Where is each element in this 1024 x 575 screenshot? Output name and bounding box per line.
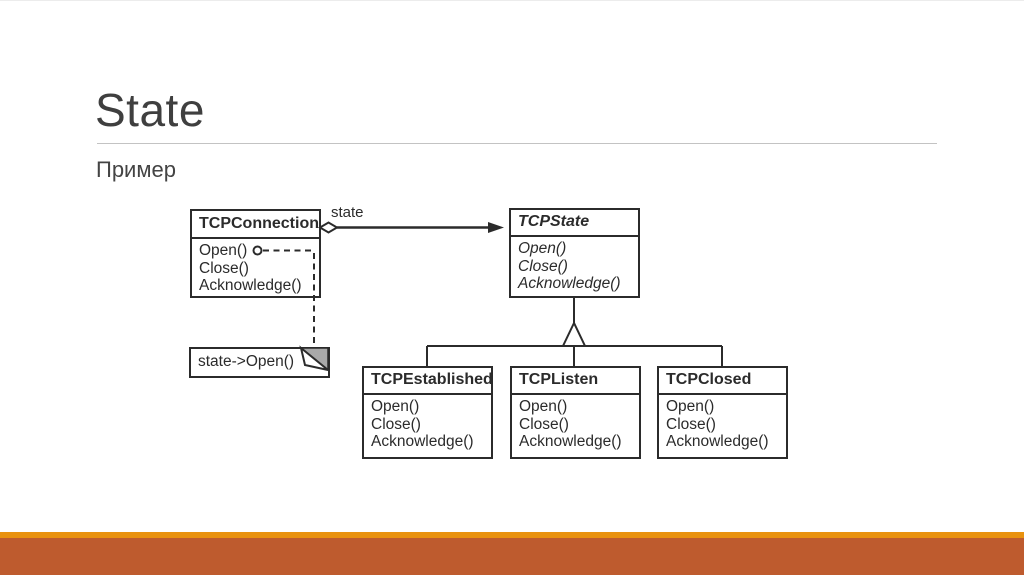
method: Close() xyxy=(371,415,421,433)
method: Open() xyxy=(199,242,248,259)
page-subtitle: Пример xyxy=(96,157,176,182)
inheritance-triangle-icon xyxy=(561,320,587,347)
class-name: TCPEstablished xyxy=(364,368,491,395)
footer-accent-bar-amber xyxy=(0,532,1024,538)
method: Open() xyxy=(371,398,420,415)
footer-bar-rust xyxy=(0,538,1024,575)
class-name: TCPState xyxy=(511,210,638,237)
method: Close() xyxy=(518,257,568,275)
page-title: State xyxy=(95,84,205,136)
uml-note: state->Open() xyxy=(189,347,330,378)
aggregation-diamond-icon xyxy=(318,221,339,234)
class-name: TCPClosed xyxy=(659,368,786,395)
uml-class-tcpclosed: TCPClosed Open() Close() Acknowledge() xyxy=(657,366,788,459)
title-divider xyxy=(97,143,937,144)
method: Acknowledge() xyxy=(518,275,621,292)
method: Open() xyxy=(519,398,568,415)
method: Close() xyxy=(666,415,716,433)
class-name: TCPListen xyxy=(512,368,639,395)
uml-class-tcpstate: TCPState Open() Close() Acknowledge() xyxy=(509,208,640,298)
method: Acknowledge() xyxy=(519,433,622,450)
method: Close() xyxy=(199,259,249,277)
uml-class-tcpconnection: TCPConnection Open() Close() Acknowledge… xyxy=(190,209,321,298)
association-label: state xyxy=(331,204,364,221)
method: Open() xyxy=(518,240,567,257)
method: Open() xyxy=(666,398,715,415)
method: Acknowledge() xyxy=(371,433,474,450)
uml-class-tcplisten: TCPListen Open() Close() Acknowledge() xyxy=(510,366,641,459)
note-text: state->Open() xyxy=(198,353,295,370)
class-name: TCPConnection xyxy=(192,211,319,239)
uml-class-tcpestablished: TCPEstablished Open() Close() Acknowledg… xyxy=(362,366,493,459)
method: Close() xyxy=(519,415,569,433)
method: Acknowledge() xyxy=(666,433,769,450)
arrowhead-icon xyxy=(488,222,504,233)
method: Acknowledge() xyxy=(199,277,302,294)
